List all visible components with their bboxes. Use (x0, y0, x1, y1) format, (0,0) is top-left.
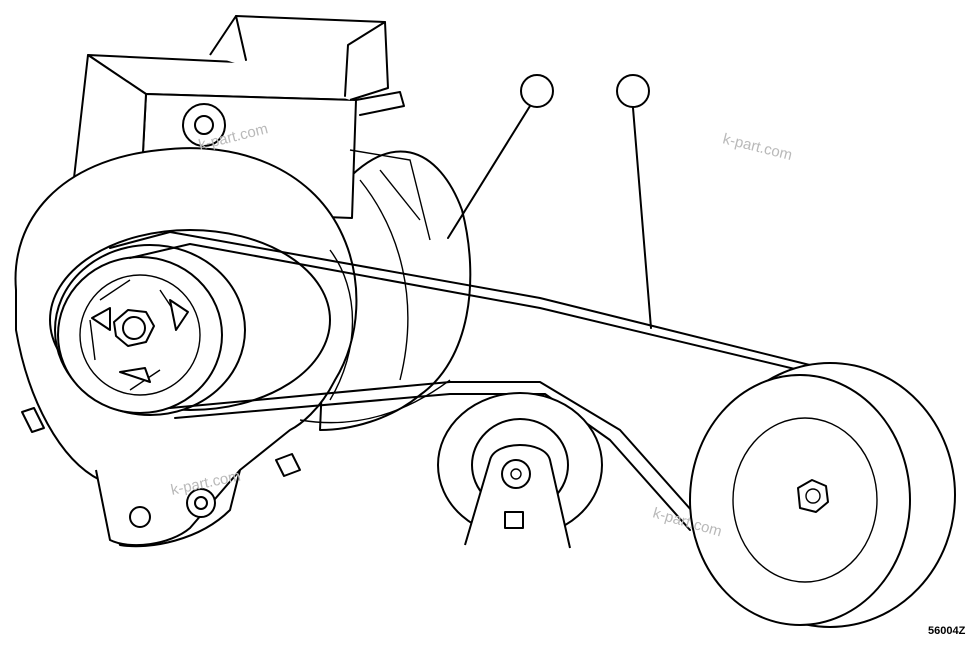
figure-code: 56004Z (928, 625, 966, 637)
callout-alternator (447, 74, 554, 239)
callout-bubble-1 (520, 74, 554, 108)
idler-bolt (501, 459, 531, 489)
v-belt (109, 231, 831, 531)
lower-mount-hole (129, 506, 151, 528)
watermark: k-part.com (721, 130, 794, 164)
drive-pulley (689, 362, 956, 628)
callout-bubble-2 (616, 74, 650, 108)
idler-pulley (437, 392, 603, 549)
drive-pulley-nut (797, 479, 829, 513)
idler-slot (504, 511, 524, 529)
alternator-pulley (49, 229, 331, 416)
callout-v-belt (616, 74, 652, 329)
pulley-nut (113, 309, 155, 347)
